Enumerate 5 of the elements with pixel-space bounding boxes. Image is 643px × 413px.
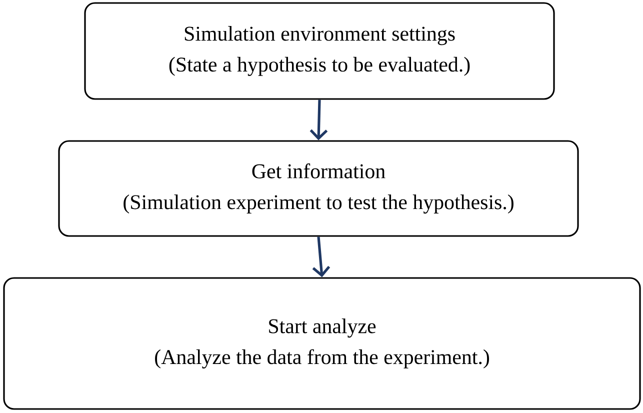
process-box: Start analyze (Analyze the data from the experiment.) — [3, 277, 641, 410]
arrow — [312, 236, 330, 278]
arrow — [310, 100, 328, 140]
process-box: Simulation environment settings (State a hypothesis to be evaluated.) — [84, 2, 555, 100]
process-box: Get information (Simulation experiment to test the hypothesis.) — [58, 140, 579, 237]
